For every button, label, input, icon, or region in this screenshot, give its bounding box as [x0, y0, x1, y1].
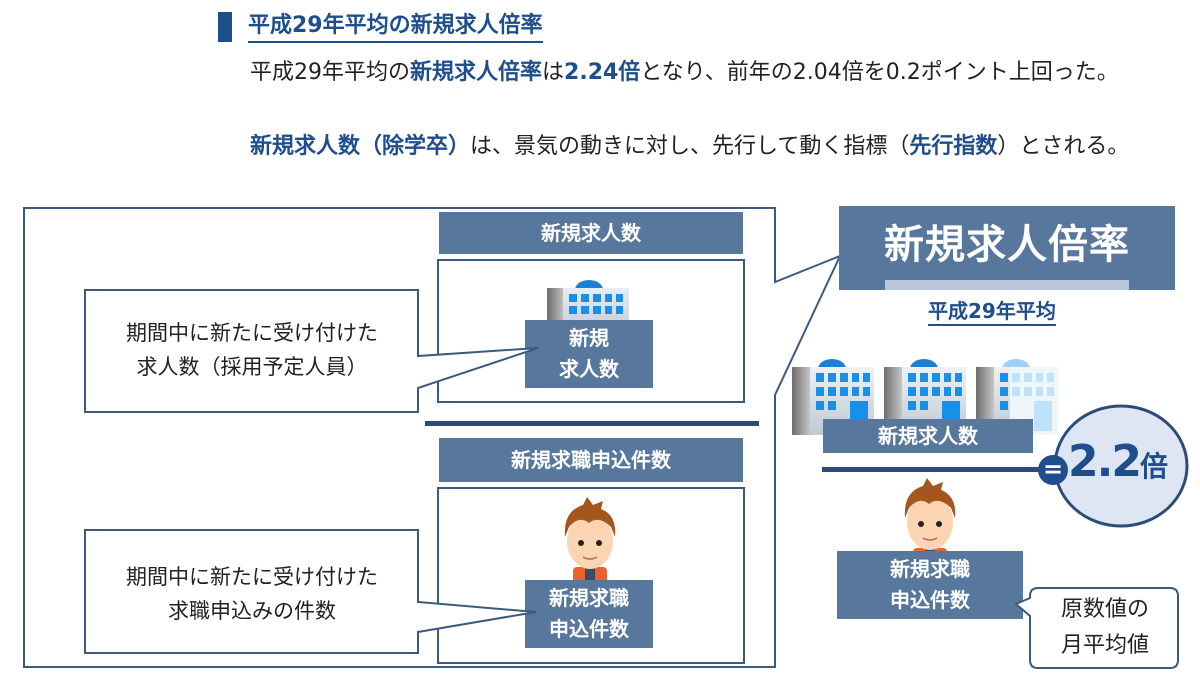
- ratio-title-box: 新規求人倍率: [839, 206, 1175, 290]
- definition-line: 期間中に新たに受け付けた: [126, 565, 378, 589]
- fraction-divider-left: [425, 421, 759, 426]
- label-line: 新規求職: [549, 586, 629, 610]
- paragraph-leading-indicator: 新規求人数（除学卒）は、景気の動きに対し、先行して動く指標（先行指数）とされる。: [228, 128, 1178, 165]
- text: となり、前年の2.04倍を0.2ポイント上回った。: [640, 60, 1119, 85]
- definition-line: 求人数（採用予定人員）: [136, 355, 368, 379]
- highlight-term: 先行指数: [909, 134, 998, 159]
- text: 平成29年平均の: [228, 60, 410, 85]
- result-value: 2.2倍: [1068, 436, 1168, 487]
- ratio-unit: 倍: [1139, 450, 1168, 483]
- applications-icon-label: 新規求職 申込件数: [525, 580, 653, 648]
- highlight-value: 2.24倍: [564, 60, 641, 85]
- section-heading: 平成29年平均の新規求人倍率: [218, 10, 543, 44]
- text: ）とされる。: [997, 134, 1130, 159]
- paragraph-ratio-summary: 平成29年平均の新規求人倍率は2.24倍となり、前年の2.04倍を0.2ポイント…: [228, 54, 1178, 91]
- ratio-number: 2.2: [1068, 436, 1142, 487]
- ratio-title: 新規求人倍率: [884, 222, 1130, 268]
- definition-line: 期間中に新たに受け付けた: [126, 321, 378, 345]
- note-line: 月平均値: [1060, 633, 1149, 658]
- title-underline-accent: [885, 280, 1129, 290]
- label-line: 申込件数: [549, 617, 629, 641]
- label-line: 新規求職: [890, 557, 970, 581]
- highlight-term: 新規求人数（除学卒）: [228, 134, 471, 159]
- applications-header: 新規求職申込件数: [439, 438, 743, 482]
- label-line: 申込件数: [890, 588, 970, 612]
- denominator-label: 新規求職 申込件数: [837, 551, 1023, 619]
- applications-definition: 期間中に新たに受け付けた 求職申込みの件数: [86, 560, 418, 628]
- fraction-divider-right: [822, 467, 1044, 472]
- ratio-period: 平成29年平均: [928, 298, 1056, 326]
- job-offers-icon-label: 新規 求人数: [525, 320, 653, 388]
- note-line: 原数値の: [1060, 597, 1149, 622]
- note-text: 原数値の 月平均値: [1032, 592, 1178, 664]
- job-offers-header: 新規求人数: [439, 212, 743, 254]
- definition-line: 求職申込みの件数: [168, 599, 336, 623]
- text: は、景気の動きに対し、先行して動く指標（: [470, 134, 910, 159]
- label-line: 新規: [569, 326, 609, 350]
- job-offers-definition: 期間中に新たに受け付けた 求人数（採用予定人員）: [86, 316, 418, 384]
- equals-badge: =: [1038, 455, 1068, 485]
- highlight-term: 新規求人倍率: [410, 60, 543, 85]
- heading-title: 平成29年平均の新規求人倍率: [248, 11, 543, 43]
- text: は: [542, 60, 565, 85]
- label-line: 求人数: [559, 357, 619, 381]
- heading-marker: [218, 12, 232, 42]
- numerator-label: 新規求人数: [823, 419, 1033, 453]
